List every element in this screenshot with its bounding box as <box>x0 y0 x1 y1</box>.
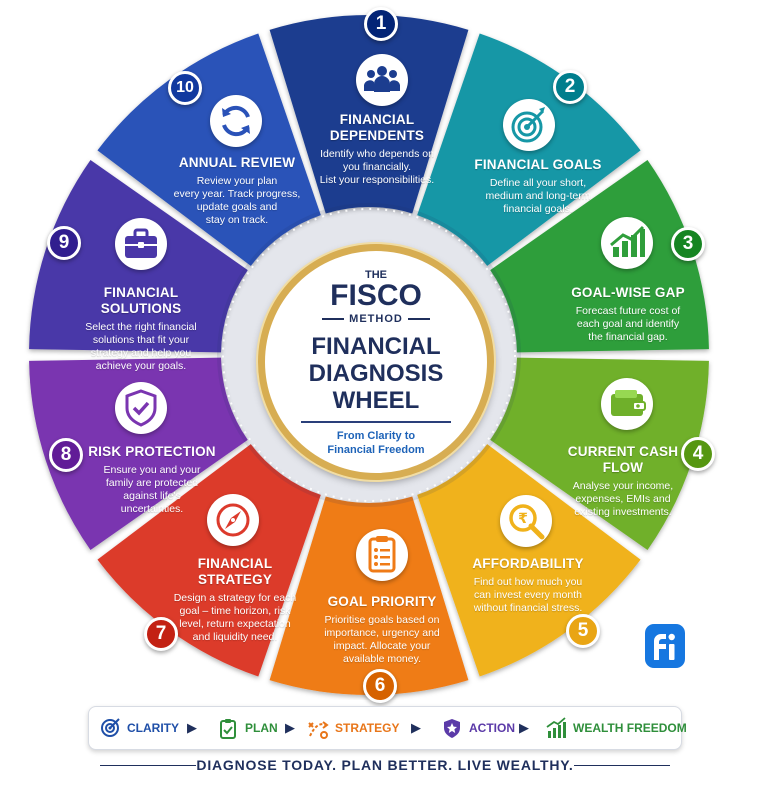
step-number-badge-3: 3 <box>671 227 705 261</box>
segment-title: GOAL PRIORITY <box>327 594 437 609</box>
fi-logo <box>645 624 685 668</box>
step-plan: PLAN <box>217 707 278 749</box>
clipboard-icon <box>220 719 236 739</box>
rupee-search-icon: ₹ <box>500 495 552 547</box>
step-number-badge-5: 5 <box>566 614 600 648</box>
process-steps-bar: CLARITY PLAN STRATEGY ACTION WEALTH FREEDOM ▶… <box>88 706 687 750</box>
segment-4-text: CURRENT CASH FLOW Analyse your income,exp… <box>548 444 698 519</box>
segment-2-text: FINANCIAL GOALS Define all your short,med… <box>468 157 608 216</box>
step-number-badge-4: 4 <box>681 437 715 471</box>
step-wealth-freedom: WEALTH FREEDOM <box>545 707 687 749</box>
compass-icon <box>207 494 259 546</box>
step-label: ACTION <box>469 721 515 735</box>
center-divider <box>301 421 451 423</box>
segment-6 <box>269 496 469 695</box>
svg-text:₹: ₹ <box>518 511 528 527</box>
segment-title: AFFORDABILITY <box>472 556 584 571</box>
center-the: THE <box>365 269 387 281</box>
segment-3 <box>490 159 709 353</box>
center-medallion: THE FISCO METHOD FINANCIAL DIAGNOSIS WHE… <box>258 244 494 480</box>
segment-title: CURRENT CASH FLOW <box>567 444 679 475</box>
step-clarity: CLARITY <box>99 707 179 749</box>
step-action: ACTION <box>441 707 515 749</box>
checklist-icon <box>356 529 408 581</box>
tagline-rule-right <box>574 765 670 766</box>
refresh-icon <box>210 95 262 147</box>
step-number-badge-1: 1 <box>364 7 398 41</box>
segment-9-text: FINANCIAL SOLUTIONS Select the right fina… <box>66 285 216 373</box>
segment-7-text: FINANCIAL STRATEGY Design a strategy for … <box>160 556 310 644</box>
wallet-icon <box>601 378 653 430</box>
segment-4 <box>490 357 709 551</box>
segment-title: FINANCIAL STRATEGY <box>197 556 273 587</box>
strategy-icon <box>308 721 329 739</box>
chevron-right-icon: ▶ <box>411 720 421 735</box>
chevron-right-icon: ▶ <box>187 720 197 735</box>
shield-icon <box>444 719 460 738</box>
segment-1 <box>269 15 469 214</box>
target-icon <box>503 99 555 151</box>
center-brand: FISCO <box>330 279 422 312</box>
step-number-badge-10: 10 <box>168 71 202 105</box>
tagline-row: DIAGNOSE TODAY. PLAN BETTER. LIVE WEALTH… <box>100 752 670 780</box>
bar-chart-icon <box>601 217 653 269</box>
segment-8 <box>29 357 248 551</box>
step-label: STRATEGY <box>335 721 400 735</box>
target-icon <box>101 718 120 737</box>
growth-icon <box>546 717 566 738</box>
step-number-badge-9: 9 <box>47 226 81 260</box>
step-number-badge-8: 8 <box>49 438 83 472</box>
tagline-rule-left <box>100 765 196 766</box>
people-icon <box>356 54 408 106</box>
step-label: CLARITY <box>127 721 179 735</box>
step-label: PLAN <box>245 721 278 735</box>
step-number-badge-2: 2 <box>553 70 587 104</box>
center-method: METHOD <box>265 313 487 325</box>
segment-title: FINANCIAL GOALS <box>474 157 602 172</box>
segment-10 <box>97 33 321 266</box>
segment-description: Define all your short,medium and long-te… <box>485 177 591 215</box>
step-label: WEALTH FREEDOM <box>573 721 687 735</box>
segment-title: FINANCIAL SOLUTIONS <box>100 285 182 316</box>
segment-5 <box>417 444 641 677</box>
chevron-right-icon: ▶ <box>519 720 529 735</box>
segment-7 <box>97 444 321 677</box>
center-subtitle: From Clarity to Financial Freedom <box>327 430 425 456</box>
tagline: DIAGNOSE TODAY. PLAN BETTER. LIVE WEALTH… <box>196 757 574 773</box>
briefcase-icon <box>115 218 167 270</box>
segment-title: GOAL-WISE GAP <box>571 285 685 300</box>
segment-title: ANNUAL REVIEW <box>178 155 296 170</box>
step-strategy: STRATEGY <box>307 707 399 749</box>
chevron-right-icon: ▶ <box>285 720 295 735</box>
shield-icon <box>115 382 167 434</box>
step-number-badge-7: 7 <box>144 617 178 651</box>
segment-title: RISK PROTECTION <box>88 444 216 459</box>
step-number-badge-6: 6 <box>363 669 397 703</box>
center-title: FINANCIAL DIAGNOSIS WHEEL <box>308 333 444 414</box>
